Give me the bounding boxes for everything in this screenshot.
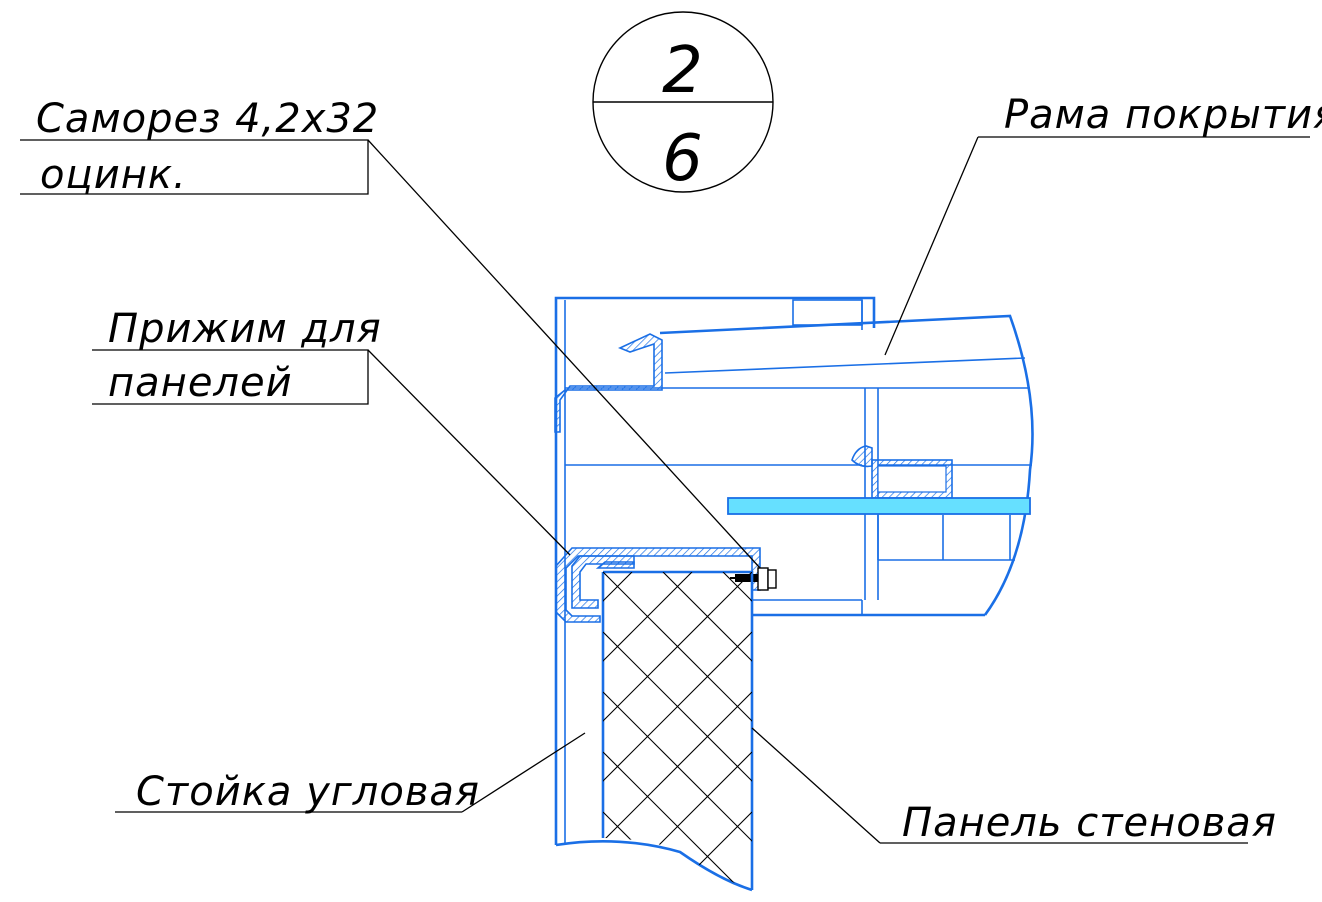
label-clamp-line1: Прижим для [108, 306, 382, 352]
label-roof-frame: Рама покрытия [1004, 92, 1322, 138]
roof-frame [554, 314, 1034, 616]
leader-lines [20, 136, 1310, 844]
wall-panel [601, 570, 754, 890]
view-marker-top: 2 [662, 34, 704, 108]
label-corner-post: Стойка угловая [136, 769, 480, 815]
view-marker: 2 6 [592, 11, 774, 196]
panel-clamp [555, 547, 761, 623]
label-screw-line2: оцинк. [40, 152, 187, 198]
label-clamp-line2: панелей [108, 360, 293, 406]
label-screw-line1: Саморез 4,2х32 [36, 96, 379, 142]
label-wall-panel: Панель стеновая [902, 800, 1277, 846]
view-marker-bottom: 6 [662, 122, 704, 196]
screw [730, 567, 777, 591]
glazing-strip [727, 497, 1031, 515]
